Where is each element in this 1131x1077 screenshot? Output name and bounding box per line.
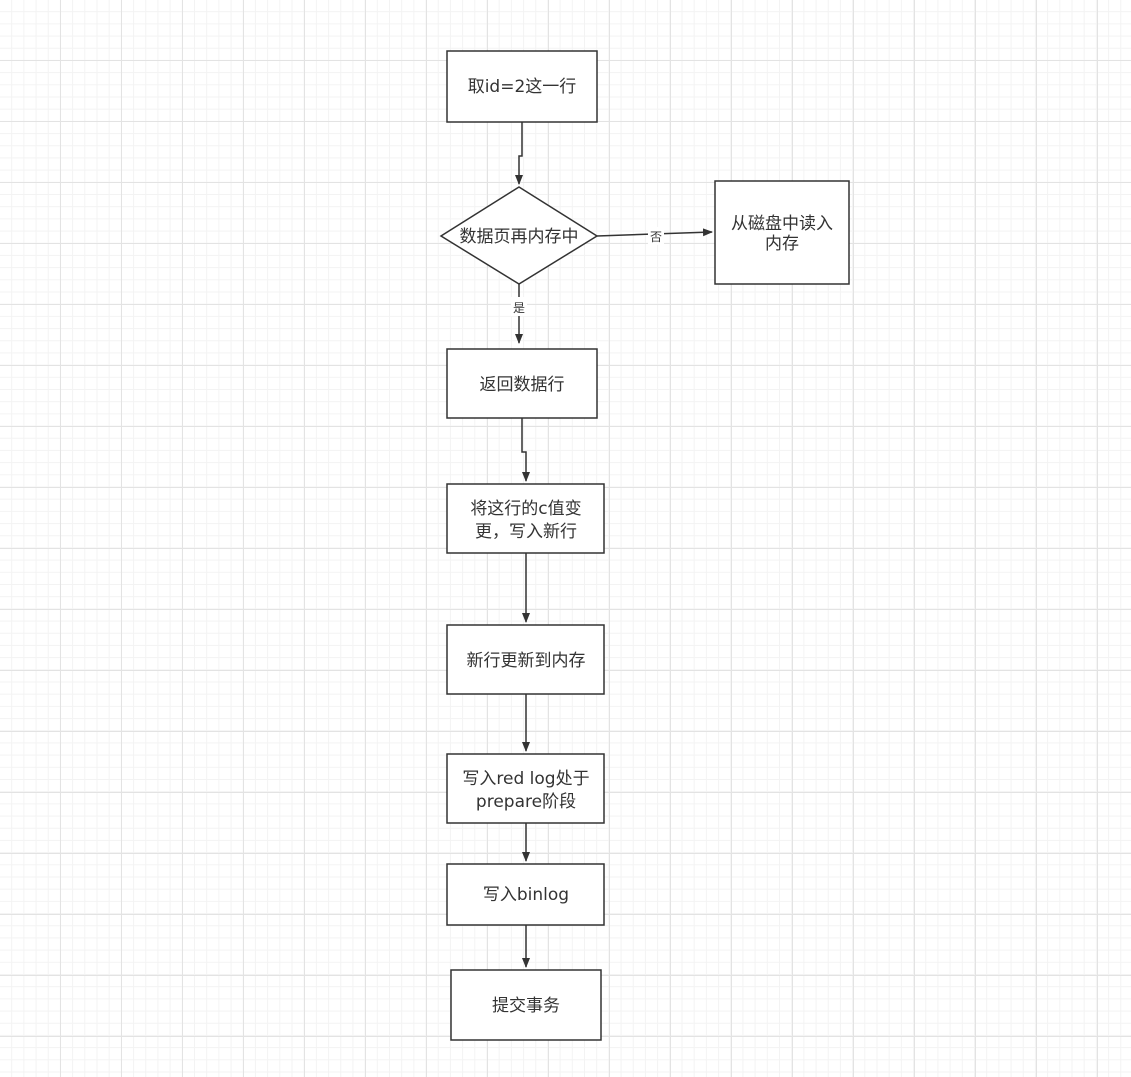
node-update-c-label-line1: 将这行的c值变 xyxy=(470,499,581,519)
node-read-from-disk-label-line1: 从磁盘中读入 xyxy=(731,214,833,234)
node-return-row-label: 返回数据行 xyxy=(480,375,565,395)
node-read-from-disk[interactable]: 从磁盘中读入 内存 xyxy=(714,180,850,285)
edge-fetch-to-decision xyxy=(515,122,523,185)
node-write-redo-log-label-line2: prepare阶段 xyxy=(476,792,576,812)
edge-label-yes: 是 xyxy=(513,301,525,315)
node-write-binlog[interactable]: 写入binlog xyxy=(446,863,605,926)
node-read-from-disk-label-line2: 内存 xyxy=(765,234,799,254)
node-write-binlog-label: 写入binlog xyxy=(483,885,569,905)
node-write-redo-log-label-line1: 写入red log处于 xyxy=(462,769,589,789)
edges: 否 是 xyxy=(511,122,713,968)
node-write-redo-log[interactable]: 写入red log处于 prepare阶段 xyxy=(446,753,605,824)
node-decision-page-in-memory[interactable]: 数据页再内存中 xyxy=(439,186,599,285)
node-decision-page-in-memory-label: 数据页再内存中 xyxy=(460,227,579,247)
edge-return-to-update-c xyxy=(521,418,530,482)
node-fetch-row-label: 取id=2这一行 xyxy=(468,77,577,97)
edge-label-no: 否 xyxy=(650,230,662,244)
node-update-memory[interactable]: 新行更新到内存 xyxy=(446,624,605,695)
node-commit-label: 提交事务 xyxy=(492,996,560,1016)
node-return-row[interactable]: 返回数据行 xyxy=(446,348,598,419)
node-fetch-row[interactable]: 取id=2这一行 xyxy=(446,50,598,123)
node-update-memory-label: 新行更新到内存 xyxy=(467,651,586,671)
node-update-c-label-line2: 更，写入新行 xyxy=(475,522,577,542)
node-update-c[interactable]: 将这行的c值变 更，写入新行 xyxy=(446,483,605,554)
node-commit[interactable]: 提交事务 xyxy=(450,969,602,1041)
